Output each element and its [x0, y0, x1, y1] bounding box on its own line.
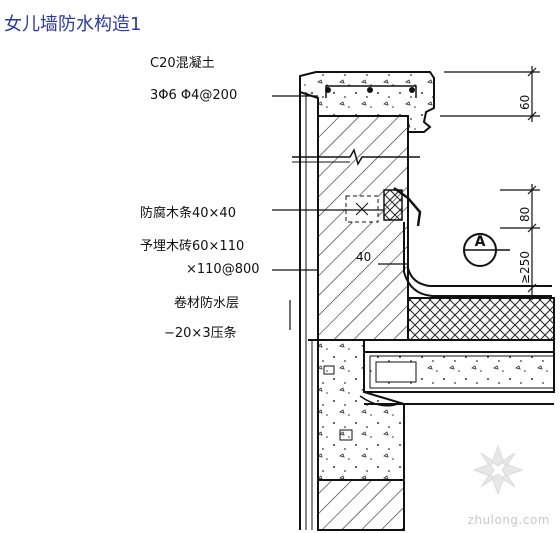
- zhulong-logo: [472, 444, 524, 496]
- dim-80: 80: [518, 206, 532, 222]
- lower-wall: [317, 479, 405, 531]
- inner-dim-label: 40: [356, 250, 372, 264]
- dim-250: ≥250: [518, 251, 532, 284]
- embedded-wood-brick: [345, 195, 379, 223]
- wood-strip-label: 防腐木条40×40: [140, 206, 236, 221]
- dimension-lines: [378, 66, 540, 300]
- roof-insulation: [407, 297, 555, 341]
- rebar-label: 3Φ6 Φ4@200: [150, 88, 238, 103]
- watermark-text: zhulong.com: [467, 513, 550, 527]
- detail-callout-a: A: [463, 233, 510, 267]
- membrane-label: 卷材防水层: [174, 296, 240, 311]
- coping-cap: [299, 71, 435, 133]
- pressure-strip-label: −20×3压条: [164, 326, 237, 341]
- slide-title: 女儿墙防水构造1: [4, 14, 142, 35]
- detail-callout-label: A: [475, 234, 486, 250]
- leader-lines: [272, 95, 384, 330]
- wood-strip: [383, 186, 422, 227]
- dim-60: 60: [518, 94, 532, 110]
- wood-brick-label-1: 予埋木砖60×110: [140, 239, 245, 254]
- roof-slab: [308, 339, 555, 405]
- waterproof-membrane: [403, 190, 552, 297]
- wood-brick-label-2: ×110@800: [186, 262, 260, 277]
- concrete-label: C20混凝土: [150, 56, 215, 71]
